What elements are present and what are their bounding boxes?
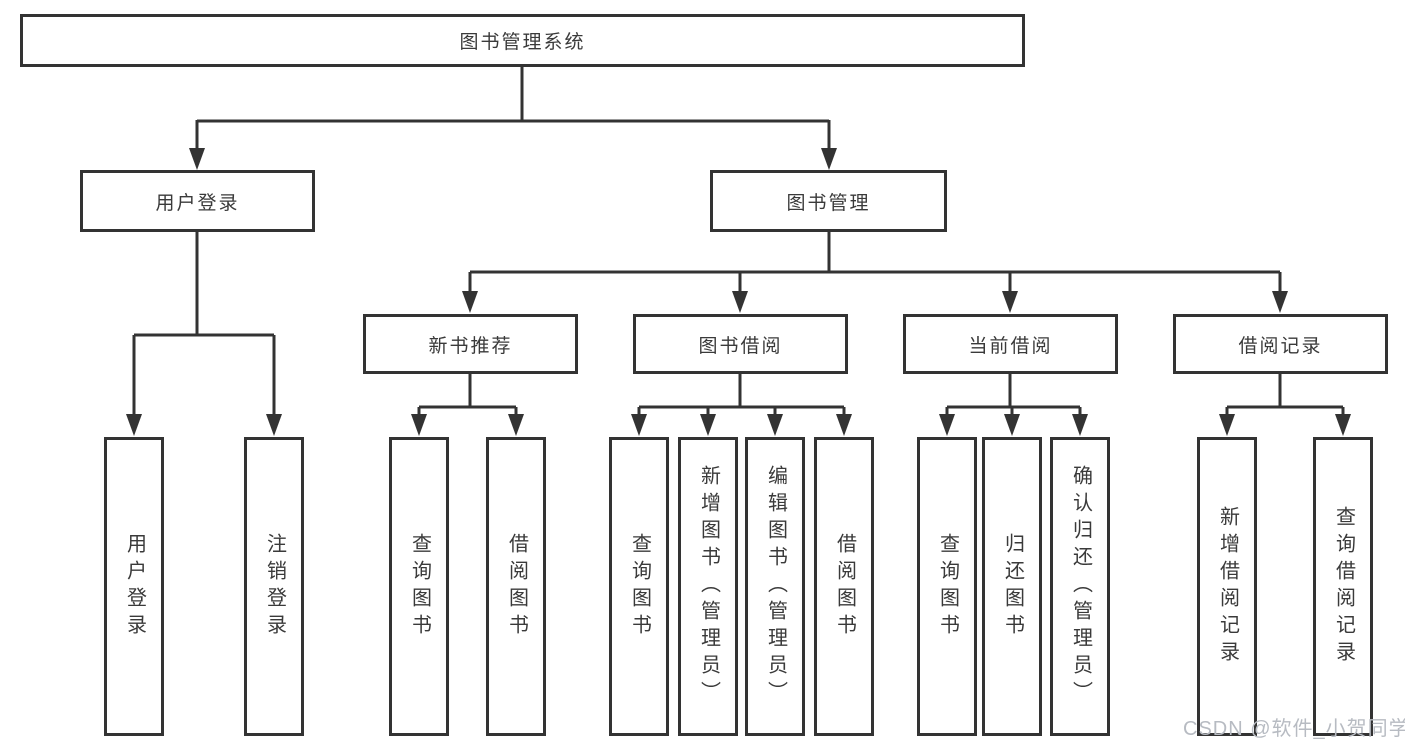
leaf-borrow-books-2-label: 借阅图书 [833, 532, 856, 641]
node-user-login: 用户登录 [80, 170, 315, 232]
leaf-query-borrow-record-label: 查询借阅记录 [1332, 505, 1355, 668]
leaf-borrow-books-1: 借阅图书 [486, 437, 546, 736]
leaf-confirm-return-admin-label: 确认归还（管理员） [1069, 465, 1092, 708]
leaf-user-login: 用户登录 [104, 437, 164, 736]
leaf-query-books-2: 查询图书 [609, 437, 669, 736]
node-new-book-recommend: 新书推荐 [363, 314, 578, 374]
leaf-query-books-2-label: 查询图书 [628, 532, 651, 641]
node-current-borrow-label: 当前借阅 [968, 335, 1053, 357]
leaf-confirm-return-admin: 确认归还（管理员） [1050, 437, 1110, 736]
node-book-management: 图书管理 [710, 170, 947, 232]
leaf-query-books-3-label: 查询图书 [936, 532, 959, 641]
leaf-add-borrow-record: 新增借阅记录 [1197, 437, 1257, 736]
leaf-return-books-label: 归还图书 [1001, 532, 1024, 641]
leaf-query-borrow-record: 查询借阅记录 [1313, 437, 1373, 736]
node-book-management-label: 图书管理 [786, 192, 871, 214]
leaf-return-books: 归还图书 [982, 437, 1042, 736]
node-user-login-label: 用户登录 [155, 192, 240, 214]
leaf-query-books-3: 查询图书 [917, 437, 977, 736]
node-borrow-records: 借阅记录 [1173, 314, 1388, 374]
leaf-borrow-books-2: 借阅图书 [814, 437, 874, 736]
leaf-query-books-1: 查询图书 [389, 437, 449, 736]
leaf-user-login-label: 用户登录 [123, 532, 146, 641]
leaf-edit-books-admin: 编辑图书（管理员） [745, 437, 805, 736]
node-root: 图书管理系统 [20, 14, 1025, 67]
node-book-borrow: 图书借阅 [633, 314, 848, 374]
leaf-add-books-admin: 新增图书（管理员） [678, 437, 738, 736]
arrowheads [126, 148, 1351, 436]
leaf-borrow-books-1-label: 借阅图书 [505, 532, 528, 641]
leaf-query-books-1-label: 查询图书 [408, 532, 431, 641]
leaf-add-borrow-record-label: 新增借阅记录 [1216, 505, 1239, 668]
leaf-edit-books-admin-label: 编辑图书（管理员） [764, 465, 787, 708]
node-book-borrow-label: 图书借阅 [698, 335, 783, 357]
node-new-book-recommend-label: 新书推荐 [428, 335, 513, 357]
node-current-borrow: 当前借阅 [903, 314, 1118, 374]
leaf-logout: 注销登录 [244, 437, 304, 736]
node-root-label: 图书管理系统 [459, 32, 586, 53]
node-borrow-records-label: 借阅记录 [1238, 335, 1323, 357]
leaf-logout-label: 注销登录 [263, 532, 286, 641]
leaf-add-books-admin-label: 新增图书（管理员） [697, 465, 720, 708]
